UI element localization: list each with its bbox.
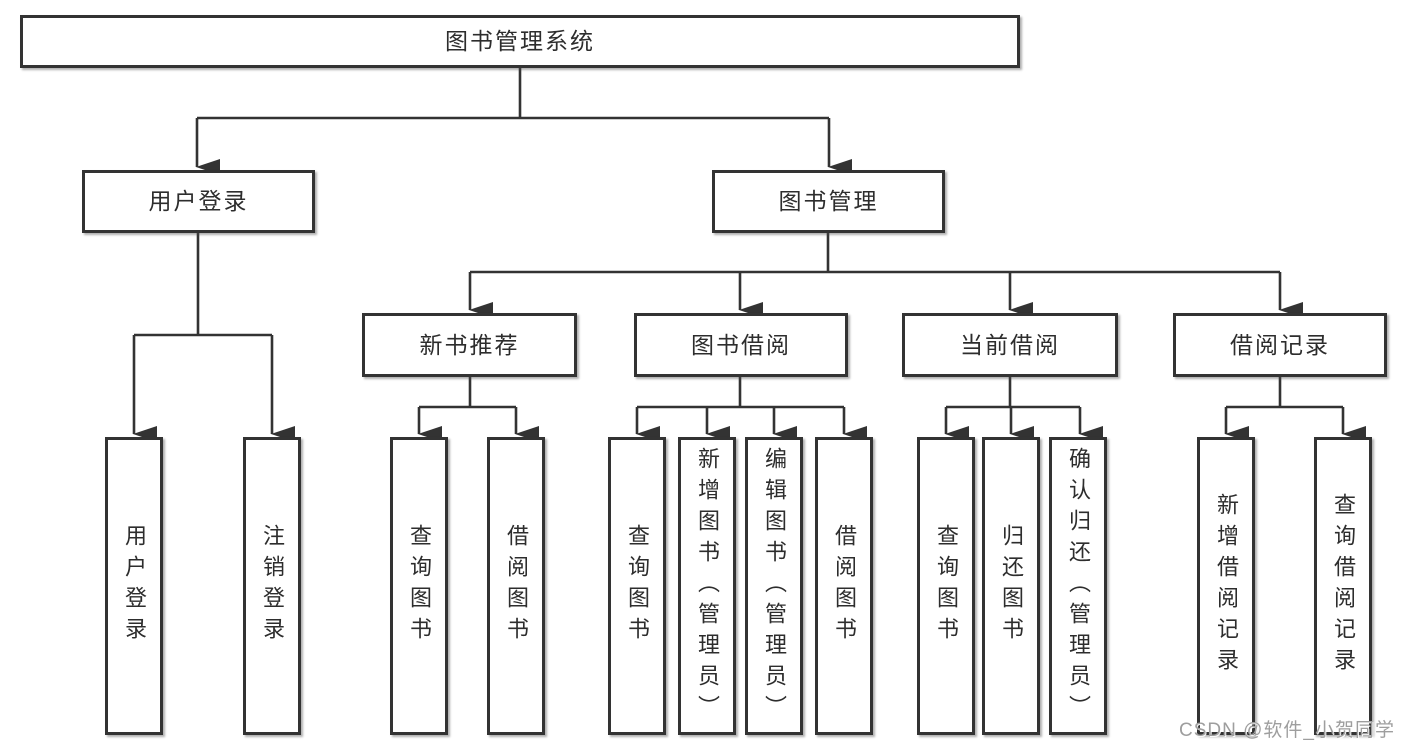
leaf-query-books-current: 查询图书 bbox=[917, 437, 975, 735]
csdn-watermark: CSDN @软件_小贺同学 bbox=[1179, 720, 1395, 741]
node-borrowing-records: 借阅记录 bbox=[1173, 313, 1387, 377]
node-new-book-recommendation: 新书推荐 bbox=[362, 313, 577, 377]
leaf-borrow-books: 借阅图书 bbox=[815, 437, 873, 735]
leaf-return-books: 归还图书 bbox=[982, 437, 1040, 735]
leaf-user-login: 用户登录 bbox=[105, 437, 163, 735]
leaf-query-books-borrow: 查询图书 bbox=[608, 437, 666, 735]
leaf-confirm-return-admin: 确认归还（管理员） bbox=[1049, 437, 1107, 735]
leaf-edit-books-admin: 编辑图书（管理员） bbox=[745, 437, 803, 735]
node-library-management-system: 图书管理系统 bbox=[20, 15, 1020, 68]
leaf-add-books-admin: 新增图书（管理员） bbox=[678, 437, 736, 735]
node-current-borrowing: 当前借阅 bbox=[902, 313, 1118, 377]
node-book-management: 图书管理 bbox=[712, 170, 945, 233]
leaf-query-borrow-record: 查询借阅记录 bbox=[1314, 437, 1372, 735]
node-user-login: 用户登录 bbox=[82, 170, 315, 233]
leaf-logout: 注销登录 bbox=[243, 437, 301, 735]
leaf-query-books-recommend: 查询图书 bbox=[390, 437, 448, 735]
leaf-add-borrow-record: 新增借阅记录 bbox=[1197, 437, 1255, 735]
node-book-borrowing: 图书借阅 bbox=[634, 313, 848, 377]
leaf-borrow-books-recommend: 借阅图书 bbox=[487, 437, 545, 735]
